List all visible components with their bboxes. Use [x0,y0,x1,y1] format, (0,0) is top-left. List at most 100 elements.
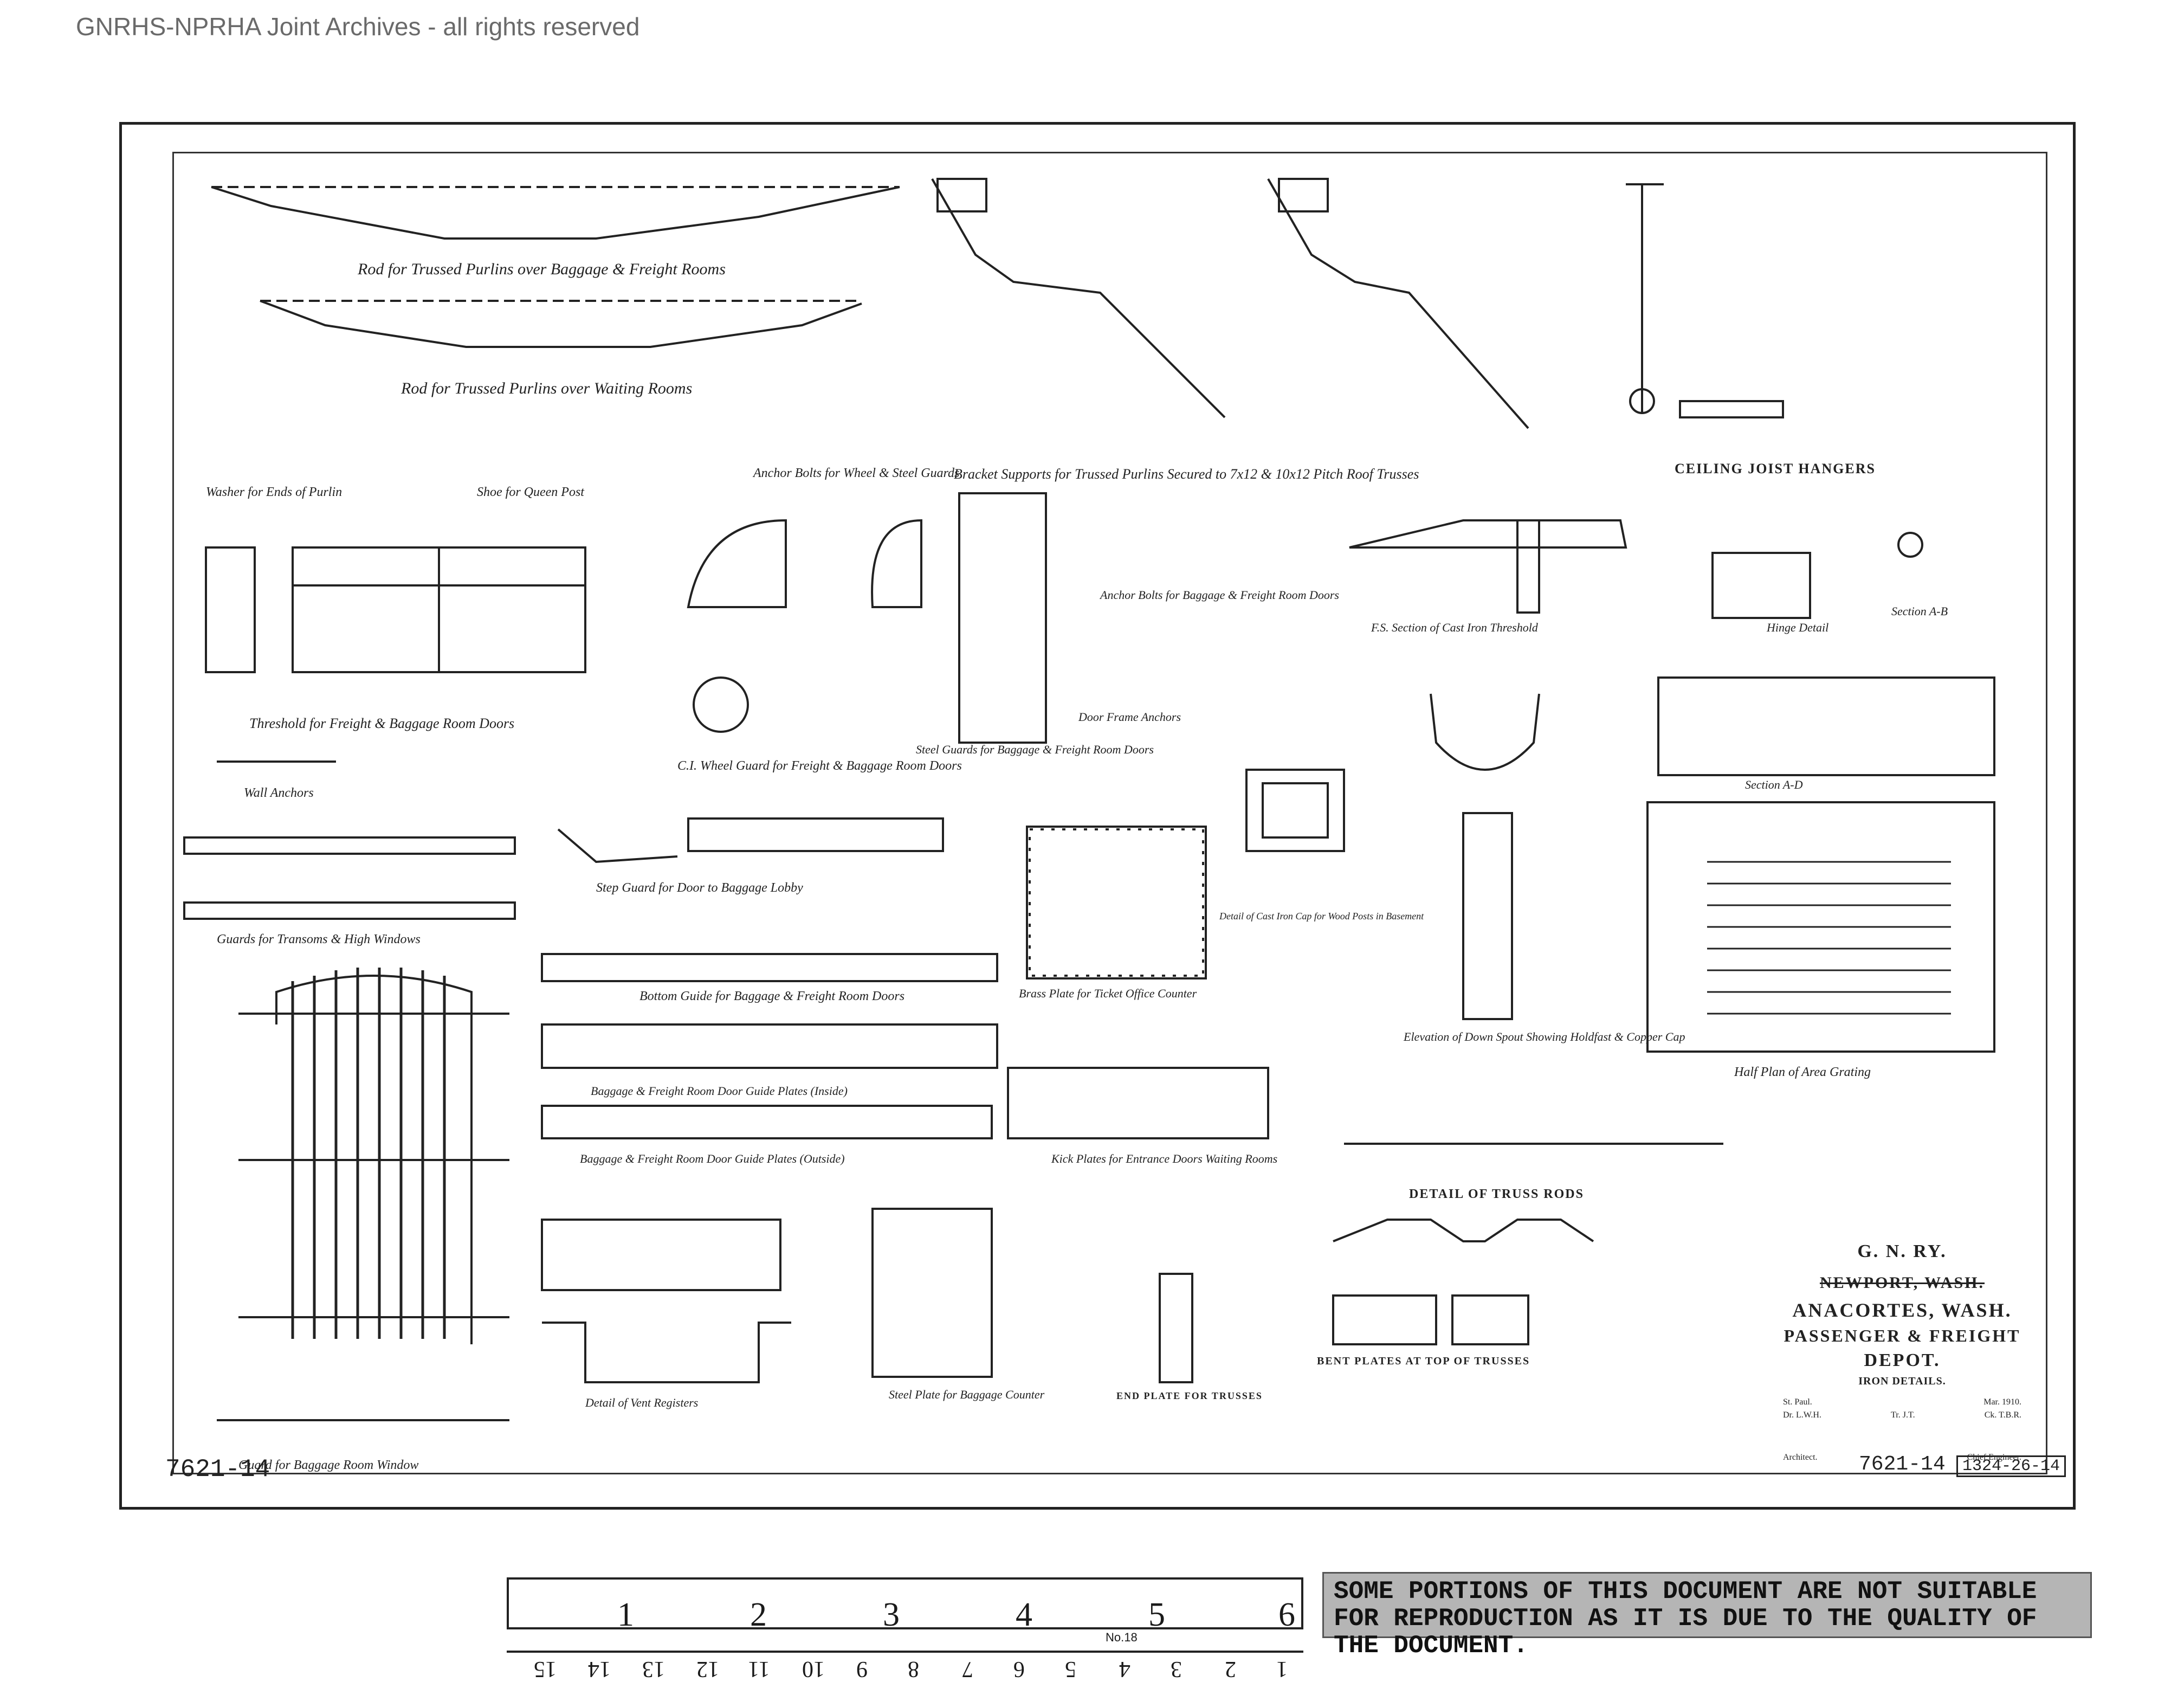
ruler-footer: No.18 [1106,1631,1138,1644]
cm-ruler: 1 2 3 4 5 6 7 8 9 10 11 12 13 14 15 [507,1651,1303,1681]
label-down-spout: Elevation of Down Spout Showing Holdfast… [1404,1030,1685,1043]
area-grating-drawing [1646,801,1995,1053]
label-rod-waiting: Rod for Trussed Purlins over Waiting Roo… [401,379,693,397]
sheet-stamp: 1324-26-14 [1956,1455,2066,1477]
label-end-plate: END PLATE FOR TRUSSES [1116,1390,1263,1401]
label-threshold-freight: Threshold for Freight & Baggage Room Doo… [249,716,515,731]
label-shoe: Shoe for Queen Post [477,485,584,499]
label-steel-plate: Steel Plate for Baggage Counter [889,1388,1045,1401]
architect-label: Architect. [1783,1453,1818,1462]
ruler-cm-14: 14 [588,1657,611,1681]
date: Mar. 1910. [1983,1397,2021,1407]
ruler-cm-6: 6 [1013,1657,1025,1681]
title-line-1: PASSENGER & FREIGHT [1784,1326,2021,1345]
ruler-cm-12: 12 [696,1657,719,1681]
ruler-inch-4: 4 [1016,1596,1032,1633]
window-guard-drawing [275,975,473,1344]
label-washer: Washer for Ends of Purlin [206,485,343,499]
place: St. Paul. [1783,1397,1812,1407]
label-bottom-guide: Bottom Guide for Baggage & Freight Room … [639,989,905,1003]
steel-plate-drawing [871,1208,993,1378]
label-baggage-window: Guard for Baggage Room Window [238,1458,419,1472]
inch-ruler: 1 2 3 4 5 6 [507,1577,1303,1633]
bracket-left-drawing [931,178,1226,418]
label-ceiling-joist: CEILING JOIST HANGERS [1675,461,1876,476]
label-cast-iron-cap: Detail of Cast Iron Cap for Wood Posts i… [1219,911,1424,921]
label-brass-plate: Brass Plate for Ticket Office Counter [1019,987,1197,1000]
title-line-2: DEPOT. [1864,1350,1941,1370]
label-truss-rods: DETAIL OF TRUSS RODS [1409,1187,1584,1201]
watermark: GNRHS-NPRHA Joint Archives - all rights … [76,12,640,41]
label-section-ab: Section A-B [1891,604,1948,618]
down-spout-drawing [1462,812,1513,1020]
label-door-frame: Door Frame Anchors [1078,710,1181,724]
rod-waiting-drawing [260,300,862,348]
label-vent-registers: Detail of Vent Registers [585,1396,699,1409]
vent-register-drawing [541,1219,781,1291]
drawing-sheet-border [119,122,2076,1510]
ruler-cm-5: 5 [1065,1657,1076,1681]
ruler-cm-10: 10 [802,1657,825,1681]
ruler-cm-1: 1 [1276,1657,1288,1681]
label-anchor-bolts-doors: Anchor Bolts for Baggage & Freight Room … [1100,588,1339,602]
quality-notice: SOME PORTIONS OF THIS DOCUMENT ARE NOT S… [1322,1572,2092,1659]
ruler-inch-1: 1 [617,1596,634,1633]
label-hinge-detail: Hinge Detail [1767,621,1829,634]
title-meta-row-2: Dr. L.W.H. Tr. J.T. Ck. T.B.R. [1772,1410,2032,1420]
checked-by: Ck. T.B.R. [1984,1410,2021,1420]
ruler-inch-5: 5 [1148,1596,1165,1633]
sheet-number-right: 7621-14 [1859,1453,1946,1476]
label-kick-plates: Kick Plates for Entrance Doors Waiting R… [1051,1152,1278,1165]
ruler-inch-3: 3 [883,1596,900,1633]
ruler-cm-9: 9 [856,1657,868,1681]
label-guards-transoms: Guards for Transoms & High Windows [217,932,421,946]
railway-name: G. N. RY. [1857,1241,1947,1261]
label-step-guard: Step Guard for Door to Baggage Lobby [596,881,803,895]
drawing-inner-border [172,152,2047,1474]
ruler-cm-15: 15 [534,1657,557,1681]
ruler-cm-4: 4 [1119,1657,1130,1681]
label-wheel-guard: C.I. Wheel Guard for Freight & Baggage R… [677,759,962,773]
title-meta-row-1: St. Paul. Mar. 1910. [1772,1397,2032,1407]
bent-plate-drawing [1333,1219,1594,1242]
label-steel-guards: Steel Guards for Baggage & Freight Room … [916,743,1154,756]
label-rod-baggage: Rod for Trussed Purlins over Baggage & F… [358,260,726,278]
wheel-guard-drawing [687,519,787,608]
label-anchor-bolts: Anchor Bolts for Wheel & Steel Guards [753,466,960,480]
drawn-by: Dr. L.W.H. [1783,1410,1821,1420]
label-cast-iron-threshold: F.S. Section of Cast Iron Threshold [1371,621,1538,634]
traced-by: Tr. J.T. [1891,1410,1915,1420]
transom-guard-drawing [183,836,516,855]
guide-plates-drawing [541,953,998,982]
title-block: G. N. RY. NEWPORT, WASH. ANACORTES, WASH… [1772,1241,2032,1462]
ruler-cm-2: 2 [1225,1657,1236,1681]
ruler-cm-13: 13 [642,1657,665,1681]
brass-plate-drawing [1029,828,1204,977]
ruler-cm-8: 8 [908,1657,919,1681]
signature-row: Architect. Chief Engineer. [1772,1453,2032,1462]
label-wall-anchors: Wall Anchors [244,786,314,800]
ruler-inch-6: 6 [1278,1596,1295,1633]
struck-location: NEWPORT, WASH. [1819,1274,1985,1292]
ruler-inch-2: 2 [750,1596,767,1633]
bracket-right-drawing [1267,178,1529,429]
subtitle: IRON DETAILS. [1858,1375,1946,1387]
label-bracket: Bracket Supports for Trussed Purlins Sec… [954,466,1419,482]
label-bent-plates: BENT PLATES AT TOP OF TRUSSES [1317,1355,1530,1367]
rod-baggage-drawing [211,186,900,240]
ruler-cm-7: 7 [962,1657,973,1681]
sheet-number-left: 7621-14 [165,1455,270,1484]
label-guide-plates-outside: Baggage & Freight Room Door Guide Plates… [580,1152,845,1165]
ruler-cm-3: 3 [1171,1657,1182,1681]
label-area-grating: Half Plan of Area Grating [1734,1065,1871,1079]
steel-guard-drawing [958,492,1047,744]
label-guide-plates-inside: Baggage & Freight Room Door Guide Plates… [591,1084,848,1098]
location: ANACORTES, WASH. [1792,1299,2012,1321]
cast-threshold-drawing [1349,519,1627,549]
engineer-label: Chief Engineer. [1967,1453,2021,1462]
ruler-cm-11: 11 [748,1657,770,1681]
kick-plate-drawing [1007,1067,1269,1139]
label-section-ad: Section A-D [1745,778,1803,791]
end-plate-drawing [1159,1273,1193,1383]
